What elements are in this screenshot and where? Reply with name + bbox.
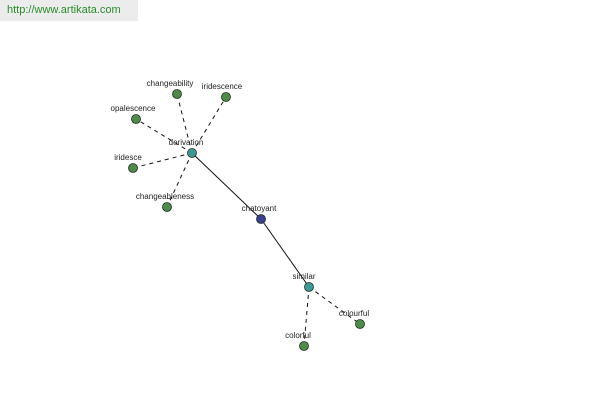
edge-derivation-changeableness bbox=[166, 152, 193, 208]
edge-derivation-iridesce bbox=[132, 152, 193, 169]
label-derivation[interactable]: derivation bbox=[169, 138, 204, 147]
graph-nodes bbox=[128, 89, 365, 351]
url-text[interactable]: http://www.artikata.com bbox=[7, 4, 121, 16]
edge-derivation-iridescence bbox=[191, 96, 227, 154]
graph-edges bbox=[132, 93, 361, 347]
edge-similar-colourful bbox=[308, 286, 361, 325]
node-colorful[interactable] bbox=[299, 341, 309, 351]
label-changeability[interactable]: changeability bbox=[147, 79, 194, 88]
edge-derivation-changeability bbox=[176, 93, 193, 154]
label-changeableness[interactable]: changeableness bbox=[136, 192, 194, 201]
node-similar[interactable] bbox=[304, 282, 314, 292]
edge-chatoyant-derivation bbox=[191, 152, 262, 220]
node-iridesce[interactable] bbox=[128, 163, 138, 173]
label-colourful[interactable]: colourful bbox=[339, 309, 369, 318]
node-derivation[interactable] bbox=[187, 148, 197, 158]
label-colorful[interactable]: colorful bbox=[285, 331, 311, 340]
node-changeability[interactable] bbox=[172, 89, 182, 99]
node-changeableness[interactable] bbox=[162, 202, 172, 212]
edge-chatoyant-similar bbox=[260, 218, 310, 288]
edge-derivation-opalescence bbox=[135, 118, 193, 154]
label-iridescence[interactable]: iridescence bbox=[202, 82, 243, 91]
node-iridescence[interactable] bbox=[221, 92, 231, 102]
url-banner: http://www.artikata.com bbox=[0, 0, 138, 21]
label-opalescence[interactable]: opalescence bbox=[111, 104, 156, 113]
node-colourful[interactable] bbox=[355, 319, 365, 329]
label-similar[interactable]: similar bbox=[292, 272, 315, 281]
node-chatoyant[interactable] bbox=[256, 214, 266, 224]
label-chatoyant[interactable]: chatoyant bbox=[242, 204, 277, 213]
label-iridesce[interactable]: iridesce bbox=[114, 153, 142, 162]
node-opalescence[interactable] bbox=[131, 114, 141, 124]
edge-similar-colorful bbox=[303, 286, 310, 347]
graph-labels: chatoyant derivation similar changeability i… bbox=[111, 79, 370, 340]
